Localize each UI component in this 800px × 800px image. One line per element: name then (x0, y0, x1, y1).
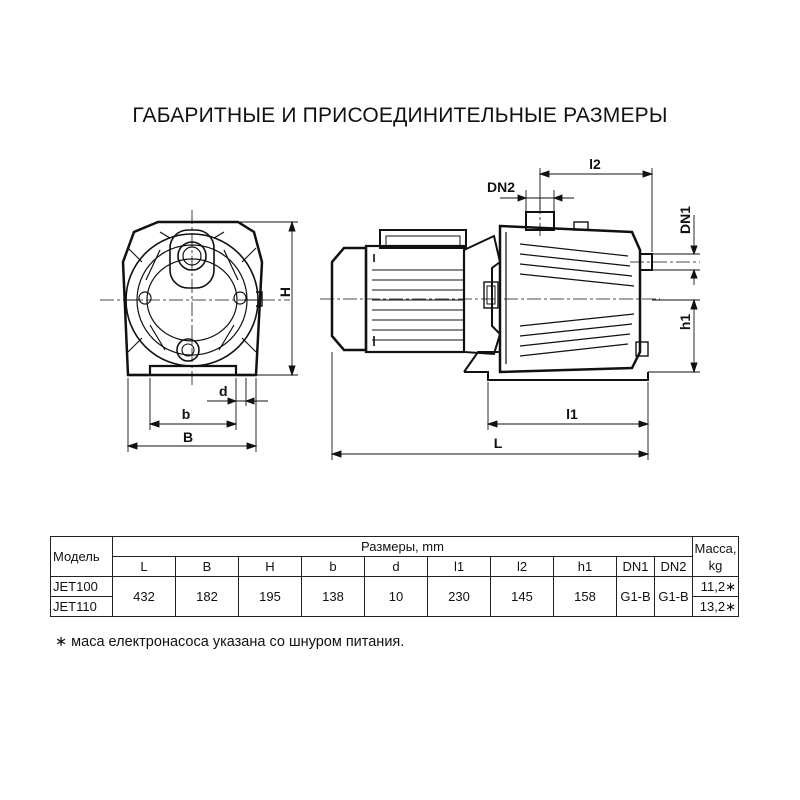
column-header-l2: l2 (490, 556, 554, 577)
value-B: 182 (175, 576, 239, 617)
column-header-d: d (364, 556, 428, 577)
dim-label-h1: h1 (677, 314, 693, 331)
dim-label-b: b (182, 406, 191, 422)
pump-front-view (121, 220, 264, 377)
dim-label-l1: l1 (566, 406, 578, 422)
dim-label-d: d (219, 383, 228, 399)
value-h1: 158 (553, 576, 617, 617)
footnote: ∗ маса електронасоса указана со шнуром п… (55, 634, 405, 650)
value-DN2: G1-B (654, 576, 693, 617)
column-header-DN1: DN1 (616, 556, 655, 577)
mass-header-line1: Масса, (694, 540, 737, 556)
dim-label-L: L (494, 435, 503, 451)
column-header-DN2: DN2 (654, 556, 693, 577)
side-center-lines (320, 200, 700, 300)
dim-label-DN1: DN1 (677, 206, 693, 234)
dim-label-DN2: DN2 (487, 179, 515, 195)
dim-label-l2: l2 (589, 156, 601, 172)
column-header-b: b (301, 556, 365, 577)
dimensions-table: Модель Размеры, mm Масса,kg L B H b d l1… (50, 536, 739, 617)
column-header-H: H (238, 556, 302, 577)
mass-header-line2: kg (708, 557, 723, 573)
page-title: ГАБАРИТНЫЕ И ПРИСОЕДИНИТЕЛЬНЫЕ РАЗМЕРЫ (132, 104, 668, 127)
pump-side-view (330, 211, 653, 381)
column-header-B: B (175, 556, 239, 577)
sizes-header: Размеры, mm (112, 536, 693, 557)
value-l2: 145 (490, 576, 554, 617)
mass-cell: 13,2∗ (692, 596, 739, 617)
column-header-L: L (112, 556, 176, 577)
side-dimensions (330, 168, 700, 460)
value-L: 432 (112, 576, 176, 617)
value-b: 138 (301, 576, 365, 617)
value-l1: 230 (427, 576, 491, 617)
model-cell: JET110 (50, 596, 113, 617)
dim-label-H: H (277, 287, 293, 297)
mass-header: Масса,kg (692, 536, 739, 577)
model-cell: JET100 (50, 576, 113, 597)
value-DN1: G1-B (616, 576, 655, 617)
dimension-drawing: H d b B DN2 l2 DN1 h1 l1 L (100, 156, 700, 460)
front-dimensions (126, 220, 298, 452)
model-header: Модель (50, 536, 113, 577)
mass-cell: 11,2∗ (692, 576, 739, 597)
column-header-l1: l1 (427, 556, 491, 577)
column-header-h1: h1 (553, 556, 617, 577)
value-d: 10 (364, 576, 428, 617)
value-H: 195 (238, 576, 302, 617)
dim-label-B: B (183, 429, 193, 445)
front-center-lines (100, 210, 290, 385)
